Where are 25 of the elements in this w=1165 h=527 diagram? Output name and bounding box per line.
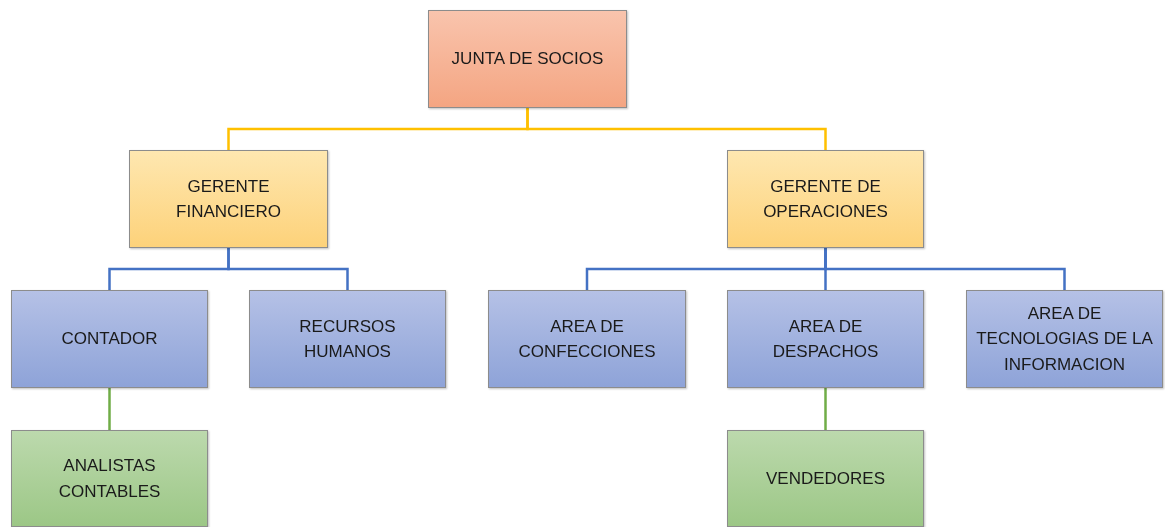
box-label: ANALISTAS CONTABLES — [57, 455, 162, 503]
box-label: VENDEDORES — [765, 467, 886, 490]
connector-line — [108, 388, 111, 430]
staff-box — [727, 430, 924, 527]
connector-line — [824, 248, 1066, 290]
box-label: GERENTE DE OPERACIONES — [762, 175, 889, 223]
department-box — [11, 290, 208, 388]
department-box — [249, 290, 446, 388]
box-label: AREA DE TECNOLOGIAS DE LA INFORMACION — [975, 302, 1154, 376]
box-label: GERENTE FINANCIERO — [175, 175, 282, 223]
box-label: CONTADOR — [60, 328, 159, 351]
box-label: RECURSOS HUMANOS — [298, 315, 397, 363]
staff-box — [11, 430, 208, 527]
connector-line — [227, 248, 349, 290]
department-box — [727, 290, 924, 388]
manager-box — [727, 150, 924, 248]
department-box — [488, 290, 686, 388]
board-box — [428, 10, 627, 108]
box-label: AREA DE DESPACHOS — [771, 315, 880, 363]
connector-line — [824, 388, 827, 430]
manager-box — [129, 150, 328, 248]
connector-line — [526, 108, 827, 150]
box-label: AREA DE CONFECCIONES — [517, 315, 657, 363]
department-box — [966, 290, 1163, 388]
box-label: JUNTA DE SOCIOS — [450, 48, 605, 71]
